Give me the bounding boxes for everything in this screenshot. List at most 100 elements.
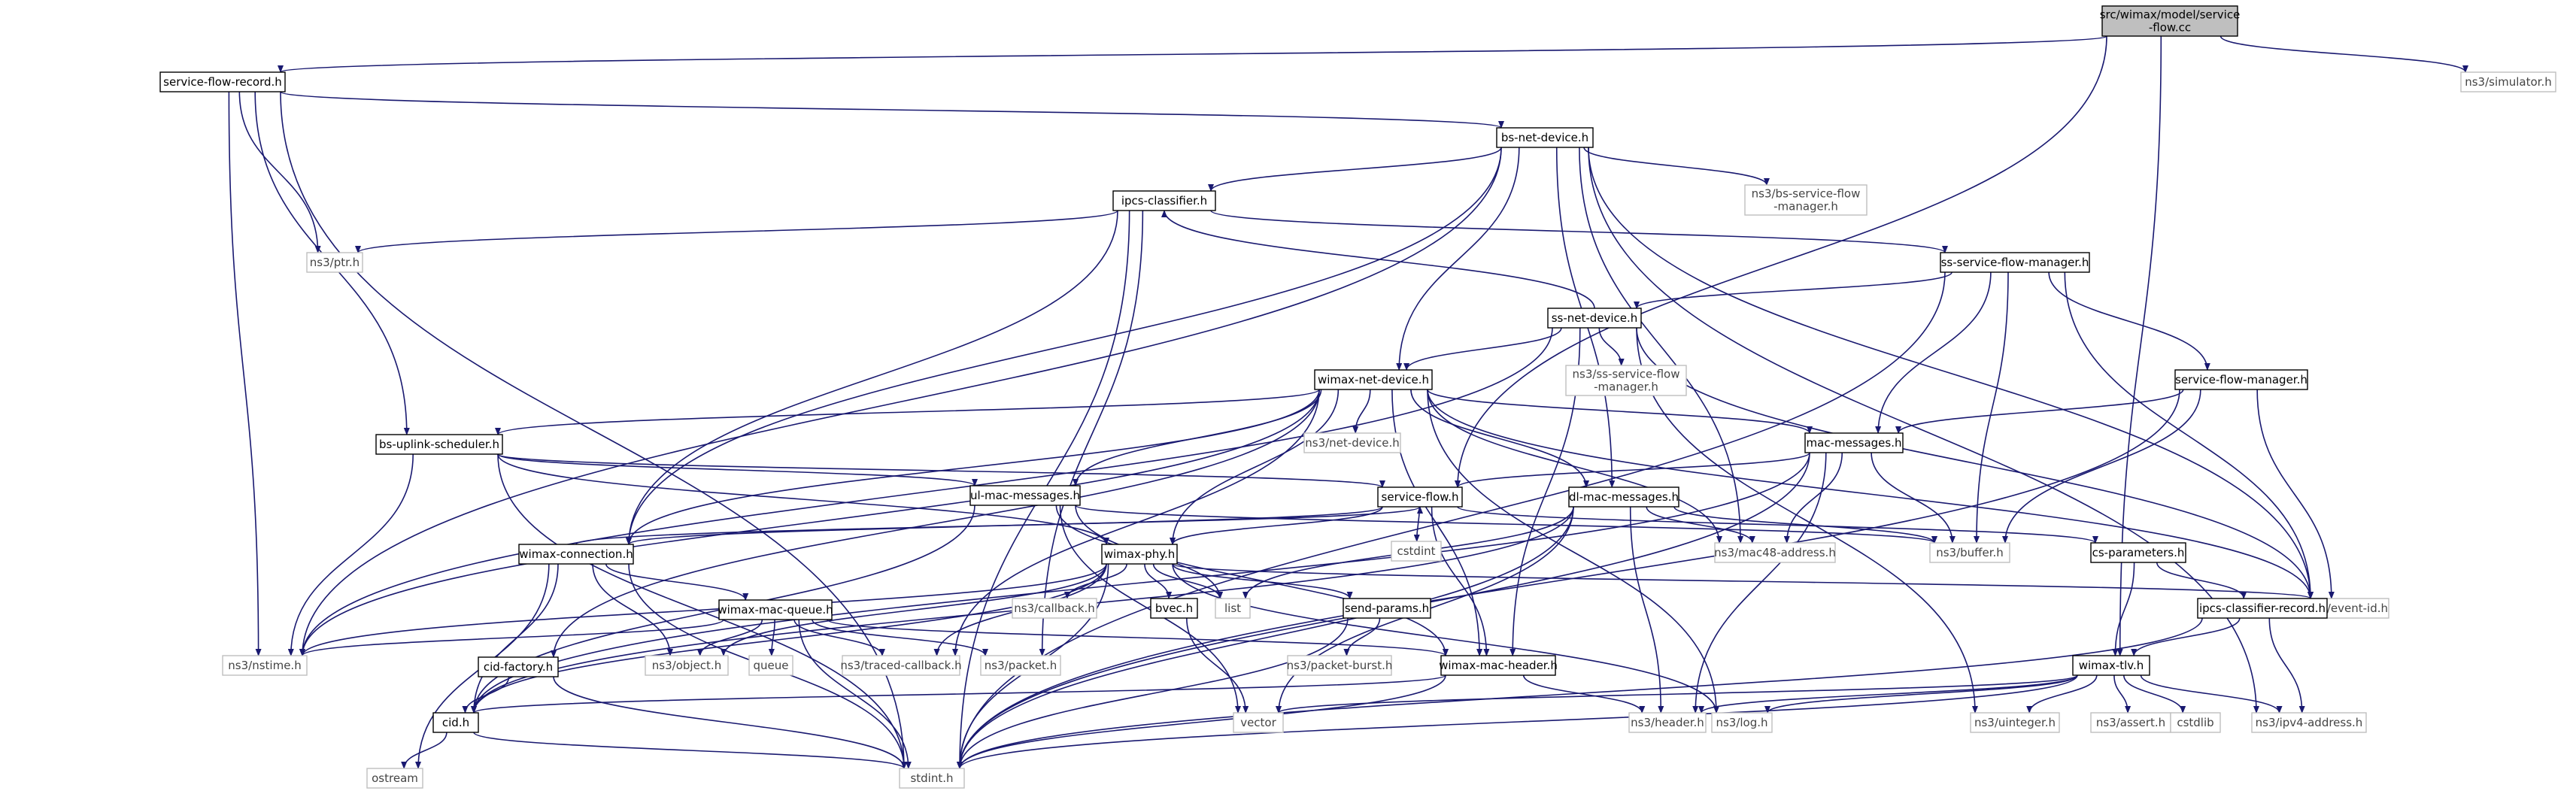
node-box <box>1391 541 1442 562</box>
edge-path <box>1583 147 1770 186</box>
node-bsnd[interactable]: bs-net-device.h <box>1496 127 1594 148</box>
node-label: -manager.h <box>1594 380 1658 394</box>
edge-dlmac-to-header <box>1629 506 1664 714</box>
edge-path <box>1895 389 2184 434</box>
node-cspar[interactable]: cs-parameters.h <box>2090 542 2186 563</box>
edge-tlv-to-assert <box>2113 674 2131 714</box>
edge-cid-to-stdint <box>473 732 907 769</box>
node-callback: ns3/callback.h <box>1012 598 1097 619</box>
edge-path <box>1522 674 1646 714</box>
edge-path <box>1634 271 1952 309</box>
edge-path <box>1161 210 1595 309</box>
edge-path <box>280 91 1504 129</box>
edge-path <box>2219 35 2468 73</box>
node-wmh[interactable]: wimax-mac-header.h <box>1439 655 1558 676</box>
node-sf[interactable]: service-flow.h <box>1377 486 1463 508</box>
node-sfm[interactable]: service-flow-manager.h <box>2174 369 2308 390</box>
node-sfr[interactable]: service-flow-record.h <box>159 71 286 92</box>
edge-path <box>1457 506 2098 544</box>
edge-path <box>2156 562 2247 599</box>
edge-path <box>1698 674 2078 714</box>
edge-path <box>1170 506 1383 545</box>
node-wphy[interactable]: wimax-phy.h <box>1101 544 1178 565</box>
node-box <box>366 768 423 789</box>
edge-path <box>1410 389 1590 488</box>
edge-ssnd-to-nstime <box>299 327 1553 656</box>
node-box <box>375 434 503 455</box>
node-ipcs[interactable]: ipcs-classifier.h <box>1112 190 1216 211</box>
node-ssnd[interactable]: ss-net-device.h <box>1547 308 1642 329</box>
edge-path <box>473 732 907 769</box>
edge-bsnd-to-ipcs <box>1208 147 1502 192</box>
node-box <box>2251 712 2367 733</box>
node-box <box>1303 432 1401 453</box>
edge-path <box>2026 674 2098 714</box>
node-ulmac[interactable]: ul-mac-messages.h <box>969 485 1081 506</box>
node-vector: vector <box>1233 712 1284 733</box>
edge-path <box>471 563 1107 714</box>
node-root[interactable]: src/wimax/model/service-flow.cc <box>2100 5 2241 37</box>
node-box <box>1012 598 1097 619</box>
edge-wmq-to-nstime <box>299 619 724 656</box>
node-wnd[interactable]: wimax-net-device.h <box>1314 369 1433 390</box>
node-label: ns3/ss-service-flow <box>1573 368 1680 381</box>
edge-path <box>1144 563 1173 599</box>
edge-ulmac-to-vector <box>1059 505 1241 714</box>
node-label: ns3/packet-burst.h <box>1287 659 1393 672</box>
edge-path <box>793 619 885 656</box>
edge-wmq-to-object <box>696 619 763 656</box>
edge-path <box>1629 506 1664 714</box>
node-cstdlib: cstdlib <box>2170 712 2221 733</box>
node-label: ns3/net-device.h <box>1305 436 1400 450</box>
node-box <box>842 655 960 676</box>
edge-wmq-to-stdint <box>798 619 912 769</box>
node-tlv[interactable]: wimax-tlv.h <box>2072 655 2150 676</box>
edge-wnd-to-macmsg <box>1427 389 1813 434</box>
node-ipcsr[interactable]: ipcs-classifier-record.h <box>2197 598 2328 619</box>
edge-path <box>721 563 1107 656</box>
edge-path <box>2064 271 2314 599</box>
node-box <box>1343 598 1431 619</box>
node-box <box>1804 432 1904 453</box>
node-label: ns3/ipv4-address.h <box>2256 716 2363 729</box>
edge-path <box>957 617 1349 769</box>
node-cidf[interactable]: cid-factory.h <box>478 656 559 677</box>
node-buffer: ns3/buffer.h <box>1929 542 2010 563</box>
node-dlmac[interactable]: dl-mac-messages.h <box>1568 486 1679 508</box>
edge-path <box>2113 674 2131 714</box>
node-layer: src/wimax/model/service-flow.cc service-f… <box>159 5 2556 789</box>
node-label: stdint.h <box>910 771 953 785</box>
node-bvec[interactable]: bvec.h <box>1150 598 1198 619</box>
node-wmq[interactable]: wimax-mac-queue.h <box>718 599 833 620</box>
edge-ssnd-to-uint <box>1636 327 1978 714</box>
node-label: queue <box>754 659 789 672</box>
edge-path <box>1186 617 1249 714</box>
node-macmsg[interactable]: mac-messages.h <box>1804 432 1904 453</box>
node-nsssfm: ns3/ss-service-flow-manager.h <box>1565 365 1687 396</box>
node-wconn[interactable]: wimax-connection.h <box>518 544 634 565</box>
node-box <box>2090 712 2171 733</box>
edge-bsnd-to-wconn <box>626 147 1502 545</box>
node-sssfm[interactable]: ss-service-flow-manager.h <box>1940 252 2090 273</box>
node-bsus[interactable]: bs-uplink-scheduler.h <box>375 434 503 455</box>
node-sendp[interactable]: send-params.h <box>1343 598 1431 619</box>
node-box <box>2170 712 2221 733</box>
edge-sssfm-to-stdint <box>957 271 1946 769</box>
node-ostream: ostream <box>366 768 423 789</box>
node-label: -manager.h <box>1773 200 1838 214</box>
edge-sssfm-to-buffer <box>1974 271 2009 544</box>
node-cid[interactable]: cid.h <box>432 712 479 733</box>
node-label: wimax-tlv.h <box>2079 659 2144 672</box>
edge-bsus-to-stdint <box>497 453 907 769</box>
edge-path <box>1974 271 2009 544</box>
edge-dlmac-to-mac48 <box>1646 506 1755 544</box>
node-label: service-flow-record.h <box>163 75 282 89</box>
node-label: ns3/callback.h <box>1014 602 1095 615</box>
node-label: ns3/mac48-address.h <box>1714 546 1836 559</box>
node-label: ipcs-classifier-record.h <box>2199 602 2326 615</box>
edge-wphy-to-nstime <box>299 563 1107 656</box>
node-box <box>306 252 363 273</box>
edge-root-to-tlv <box>2116 35 2162 656</box>
edge-bsnd-to-ipv4 <box>1588 147 2259 714</box>
node-box <box>1940 252 2090 273</box>
